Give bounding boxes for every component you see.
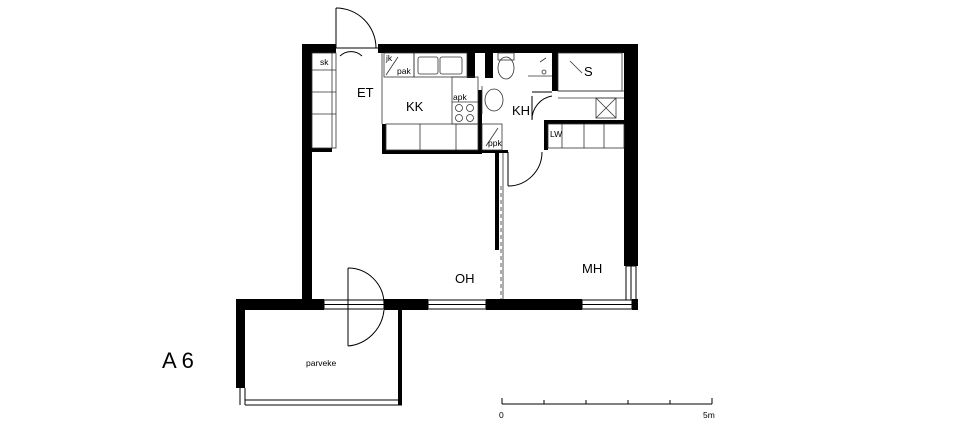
doors xyxy=(335,7,553,347)
windows xyxy=(323,265,637,310)
scale-end-label: 5m xyxy=(703,410,715,420)
fixture-labels: sk jk pak apk ppk LW xyxy=(320,53,562,148)
fixture-label-dishwasher: apk xyxy=(453,92,467,102)
room-label-bathroom: KH xyxy=(512,103,530,118)
room-label-bedroom: MH xyxy=(582,261,602,276)
fixture-label-washing-machine: ppk xyxy=(488,138,502,148)
fixture-label-freezer: pak xyxy=(397,66,411,76)
scale-start-label: 0 xyxy=(499,410,504,420)
room-label-balcony: parveke xyxy=(306,358,337,368)
room-labels: ET KK KH S OH MH parveke xyxy=(306,64,602,368)
fixture-label-wardrobe: sk xyxy=(320,57,329,67)
fixture-label-fridge: jk xyxy=(385,53,393,63)
scale-bar xyxy=(501,398,713,405)
room-label-sauna: S xyxy=(584,64,593,79)
fixtures-linework xyxy=(311,52,625,299)
room-label-living-room: OH xyxy=(455,271,475,286)
room-label-entrance: ET xyxy=(357,85,374,100)
interior-walls xyxy=(312,53,624,250)
balcony-railing xyxy=(239,388,402,406)
apartment-label: A 6 xyxy=(162,348,194,373)
room-label-kitchen: KK xyxy=(406,99,424,114)
outer-walls xyxy=(236,44,638,405)
fixture-label-linen-closet: LW xyxy=(550,129,562,139)
